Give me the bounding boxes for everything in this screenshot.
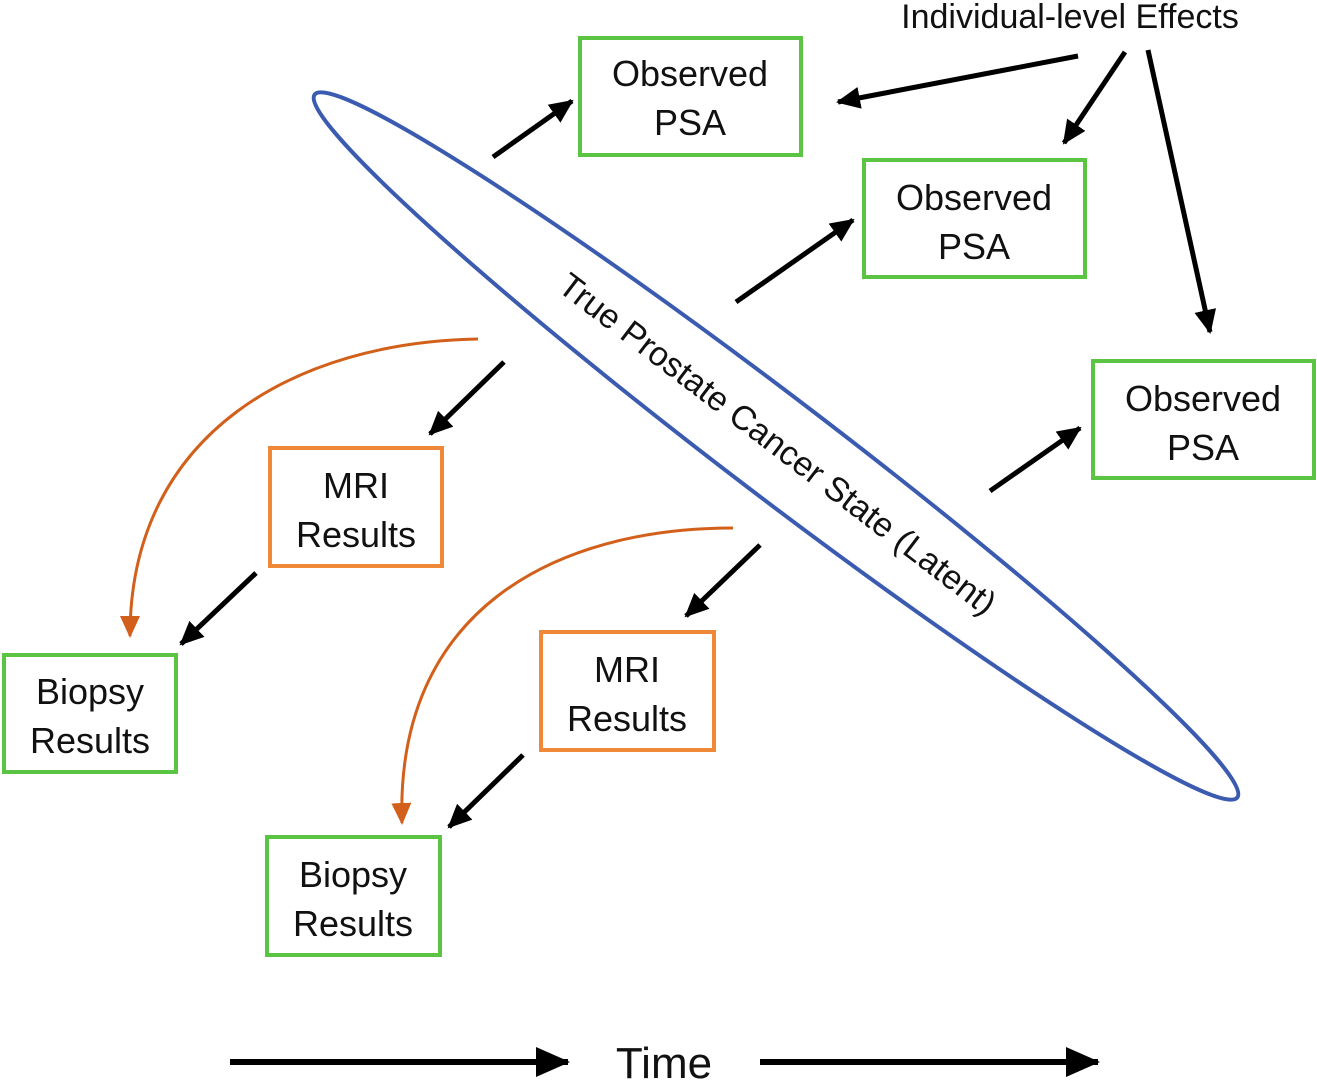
arrow-mri-1-to-biopsy-1: [179, 571, 258, 646]
arrow-latent-to-psa-1: [491, 98, 574, 160]
psa-box-2-line1: Observed: [896, 177, 1052, 218]
mri-box-1-line1: MRI: [323, 465, 389, 506]
psa-box-3-border: [1091, 359, 1316, 480]
psa-box-1-border: [578, 36, 803, 157]
psa-box-1-line2: PSA: [654, 102, 726, 143]
arrow-latent-to-mri-1: [428, 360, 506, 436]
mri-box-1-border: [268, 446, 444, 568]
individual-effects-label: Individual-level Effects: [901, 0, 1239, 36]
biopsy-box-1-border: [2, 653, 178, 774]
psa-box-3-line1: Observed: [1125, 378, 1281, 419]
biopsy-box-2-border: [265, 835, 442, 957]
mri-box-1: MRI Results: [268, 446, 444, 568]
latent-state-label: True Prostate Cancer State (Latent): [551, 266, 1003, 623]
arrow-effects-to-psa-3: [1145, 49, 1217, 334]
psa-box-1: Observed PSA: [578, 36, 803, 157]
biopsy-box-1: Biopsy Results: [2, 653, 178, 774]
mri-box-2: MRI Results: [539, 630, 716, 752]
arrow-latent-to-psa-2: [734, 217, 855, 305]
biopsy-box-1-line2: Results: [30, 720, 150, 761]
mri-box-2-border: [539, 630, 716, 752]
time-label: Time: [616, 1039, 712, 1083]
latent-state-ellipse: [311, 90, 1241, 802]
psa-box-2-line2: PSA: [938, 226, 1010, 267]
arrow-latent-to-biopsy-1: [120, 337, 479, 638]
biopsy-box-2-line2: Results: [293, 903, 413, 944]
psa-box-2: Observed PSA: [862, 158, 1087, 279]
psa-box-2-border: [862, 158, 1087, 279]
biopsy-box-1-line1: Biopsy: [36, 671, 144, 712]
psa-box-3: Observed PSA: [1091, 359, 1316, 480]
mri-box-2-line2: Results: [567, 698, 687, 739]
mri-box-1-line2: Results: [296, 514, 416, 555]
arrow-latent-to-mri-2: [684, 543, 762, 618]
biopsy-box-2-line1: Biopsy: [299, 854, 407, 895]
arrow-effects-to-psa-1: [836, 53, 1079, 109]
biopsy-box-2: Biopsy Results: [265, 835, 442, 957]
psa-box-1-line1: Observed: [612, 53, 768, 94]
mri-box-2-line1: MRI: [594, 649, 660, 690]
arrow-mri-2-to-biopsy-2: [447, 753, 525, 829]
time-axis: Time: [230, 1039, 1100, 1083]
psa-box-3-line2: PSA: [1167, 427, 1239, 468]
arrow-latent-to-biopsy-2: [391, 526, 734, 825]
arrow-effects-to-psa-2: [1061, 50, 1128, 145]
arrow-latent-to-psa-3: [988, 425, 1082, 494]
